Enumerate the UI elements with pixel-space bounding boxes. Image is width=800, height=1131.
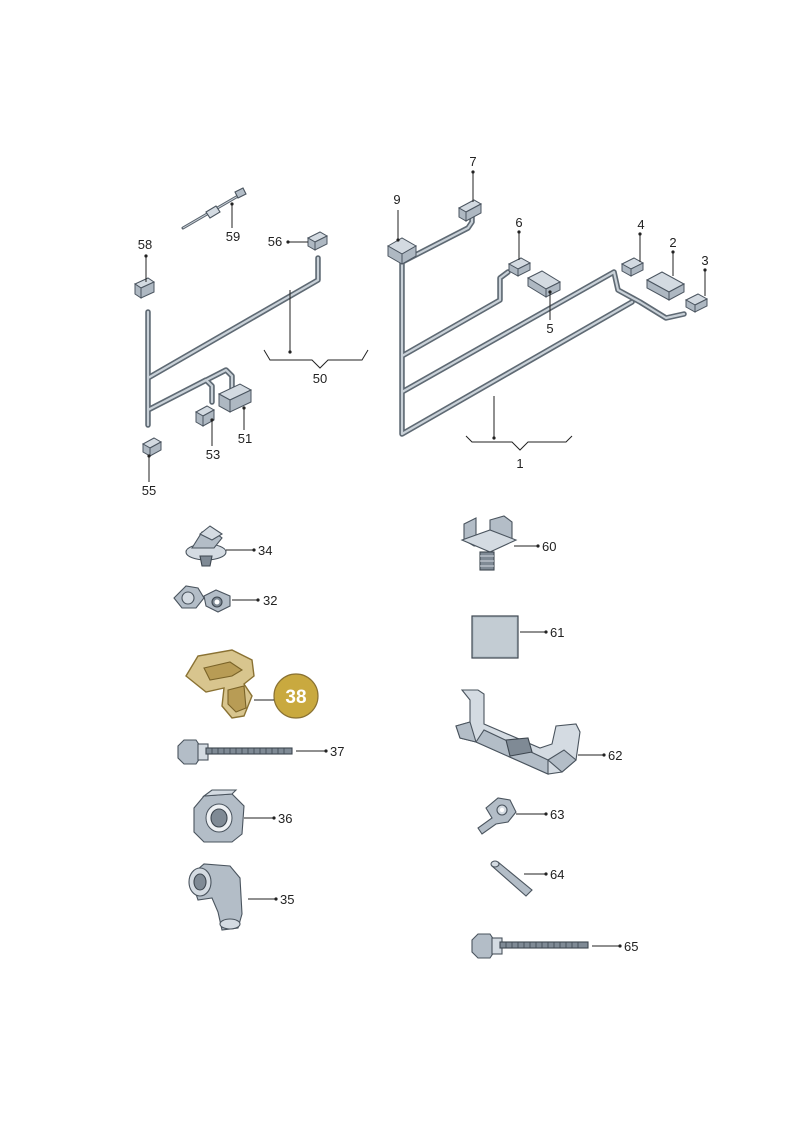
connector-7[interactable] [457,199,483,222]
connector-4[interactable] [620,257,645,277]
clamp-63[interactable] [477,797,517,835]
connector-58[interactable] [133,277,156,299]
callout-59[interactable]: 59 [226,229,240,244]
callout-labels: 58 59 56 50 51 53 55 9 7 6 5 4 2 3 1 34 … [138,154,709,954]
retainer-36[interactable] [193,789,245,843]
callout-7[interactable]: 7 [469,154,476,169]
callout-34[interactable]: 34 [258,543,272,558]
callout-61[interactable]: 61 [550,625,564,640]
callout-badge-38 [273,673,319,719]
callout-63[interactable]: 63 [550,807,564,822]
connector-6[interactable] [507,257,532,277]
clip-60[interactable] [460,515,518,571]
connector-55[interactable] [141,437,163,457]
clip-32[interactable] [173,585,231,613]
callout-1[interactable]: 1 [516,456,523,471]
callout-38[interactable]: 38 [285,687,306,708]
callout-37[interactable]: 37 [330,744,344,759]
callout-3[interactable]: 3 [701,253,708,268]
callout-2[interactable]: 2 [669,235,676,250]
connector-51[interactable] [217,383,253,413]
bolt-37[interactable] [177,739,293,765]
callout-60[interactable]: 60 [542,539,556,554]
callout-56[interactable]: 56 [268,234,282,249]
bracket-62[interactable] [455,689,581,775]
connector-3[interactable] [684,293,709,313]
callout-9[interactable]: 9 [393,192,400,207]
pin-64[interactable] [490,860,533,897]
callout-32[interactable]: 32 [263,593,277,608]
wiring-harness-50[interactable] [133,187,329,457]
callout-62[interactable]: 62 [608,748,622,763]
callout-36[interactable]: 36 [278,811,292,826]
callout-50[interactable]: 50 [313,371,327,386]
connector-2[interactable] [645,271,686,301]
connector-53[interactable] [194,405,216,427]
bolt-65[interactable] [471,933,589,959]
elbow-35[interactable] [188,863,243,931]
leader-lines [144,170,707,948]
callout-35[interactable]: 35 [280,892,294,907]
cable-tie-59[interactable] [181,187,247,230]
callout-65[interactable]: 65 [624,939,638,954]
connector-9[interactable] [386,237,418,265]
callout-55[interactable]: 55 [142,483,156,498]
callout-4[interactable]: 4 [637,217,644,232]
callout-64[interactable]: 64 [550,867,564,882]
callout-6[interactable]: 6 [515,215,522,230]
connector-56[interactable] [306,231,329,251]
connector-5[interactable] [526,270,562,298]
pad-61[interactable] [471,615,519,659]
holder-38[interactable] [185,649,319,719]
callout-5[interactable]: 5 [546,321,553,336]
callout-51[interactable]: 51 [238,431,252,446]
callout-58[interactable]: 58 [138,237,152,252]
clip-34[interactable] [185,525,227,567]
callout-53[interactable]: 53 [206,447,220,462]
wiring-harness-1[interactable] [386,199,709,437]
